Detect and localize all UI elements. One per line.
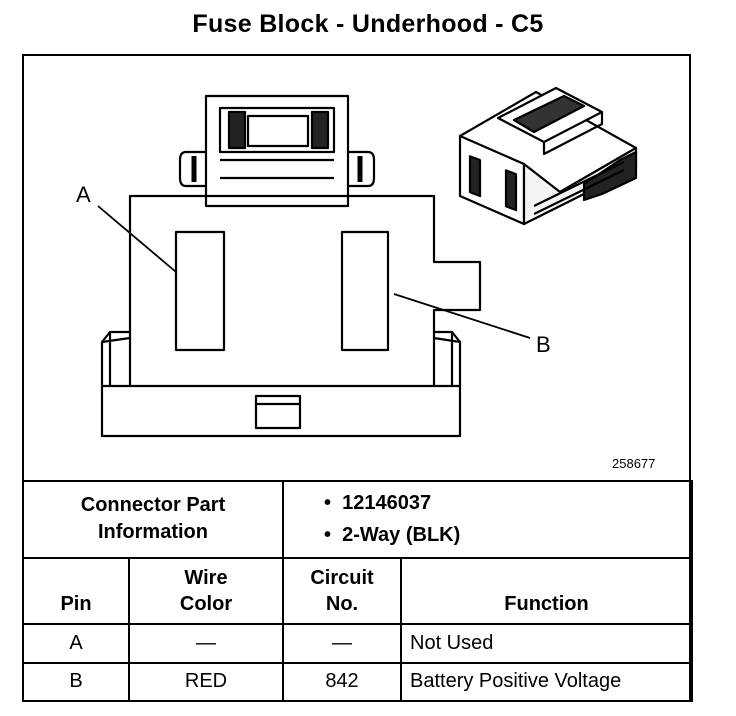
table-row: B RED 842 Battery Positive Voltage (22, 661, 694, 703)
connector-flange (101, 330, 461, 388)
cavity-a (174, 230, 226, 352)
circuit-cell: 842 (282, 661, 402, 703)
function-header: Function (399, 556, 694, 626)
connector-isometric-view (458, 86, 638, 226)
wire-color-cell: — (128, 623, 284, 664)
diagram-title: Fuse Block - Underhood - C5 (192, 10, 544, 38)
connector-bottom-tab (254, 394, 302, 430)
part-number-item: • 12146037 (324, 492, 432, 515)
pin-header: Pin (22, 556, 130, 626)
connector-info-table: Connector Part Information • 12146037 • … (22, 480, 694, 703)
connector-part-info-label: Connector Part Information (22, 480, 284, 559)
circuit-cell: — (282, 623, 402, 664)
cavity-b (340, 230, 390, 352)
callout-b-leader (393, 293, 531, 339)
callout-a-leader (97, 205, 177, 273)
wire-color-cell: RED (128, 661, 284, 703)
callout-a-label: A (76, 182, 91, 207)
connector-type-item: • 2-Way (BLK) (324, 524, 461, 547)
function-cell: Not Used (399, 623, 694, 664)
connector-body (100, 194, 482, 438)
connector-illustration: A B (76, 86, 638, 438)
connector-part-info-values: • 12146037 • 2-Way (BLK) (281, 480, 694, 559)
pin-cell: B (22, 661, 130, 703)
diagram-frame (22, 54, 691, 702)
figure-id: 258677 (612, 456, 656, 471)
function-cell: Battery Positive Voltage (399, 661, 694, 703)
callout-b-label: B (536, 332, 551, 357)
table-row: A — — Not Used (22, 623, 694, 664)
connector-latch (178, 94, 376, 208)
pin-cell: A (22, 623, 130, 664)
